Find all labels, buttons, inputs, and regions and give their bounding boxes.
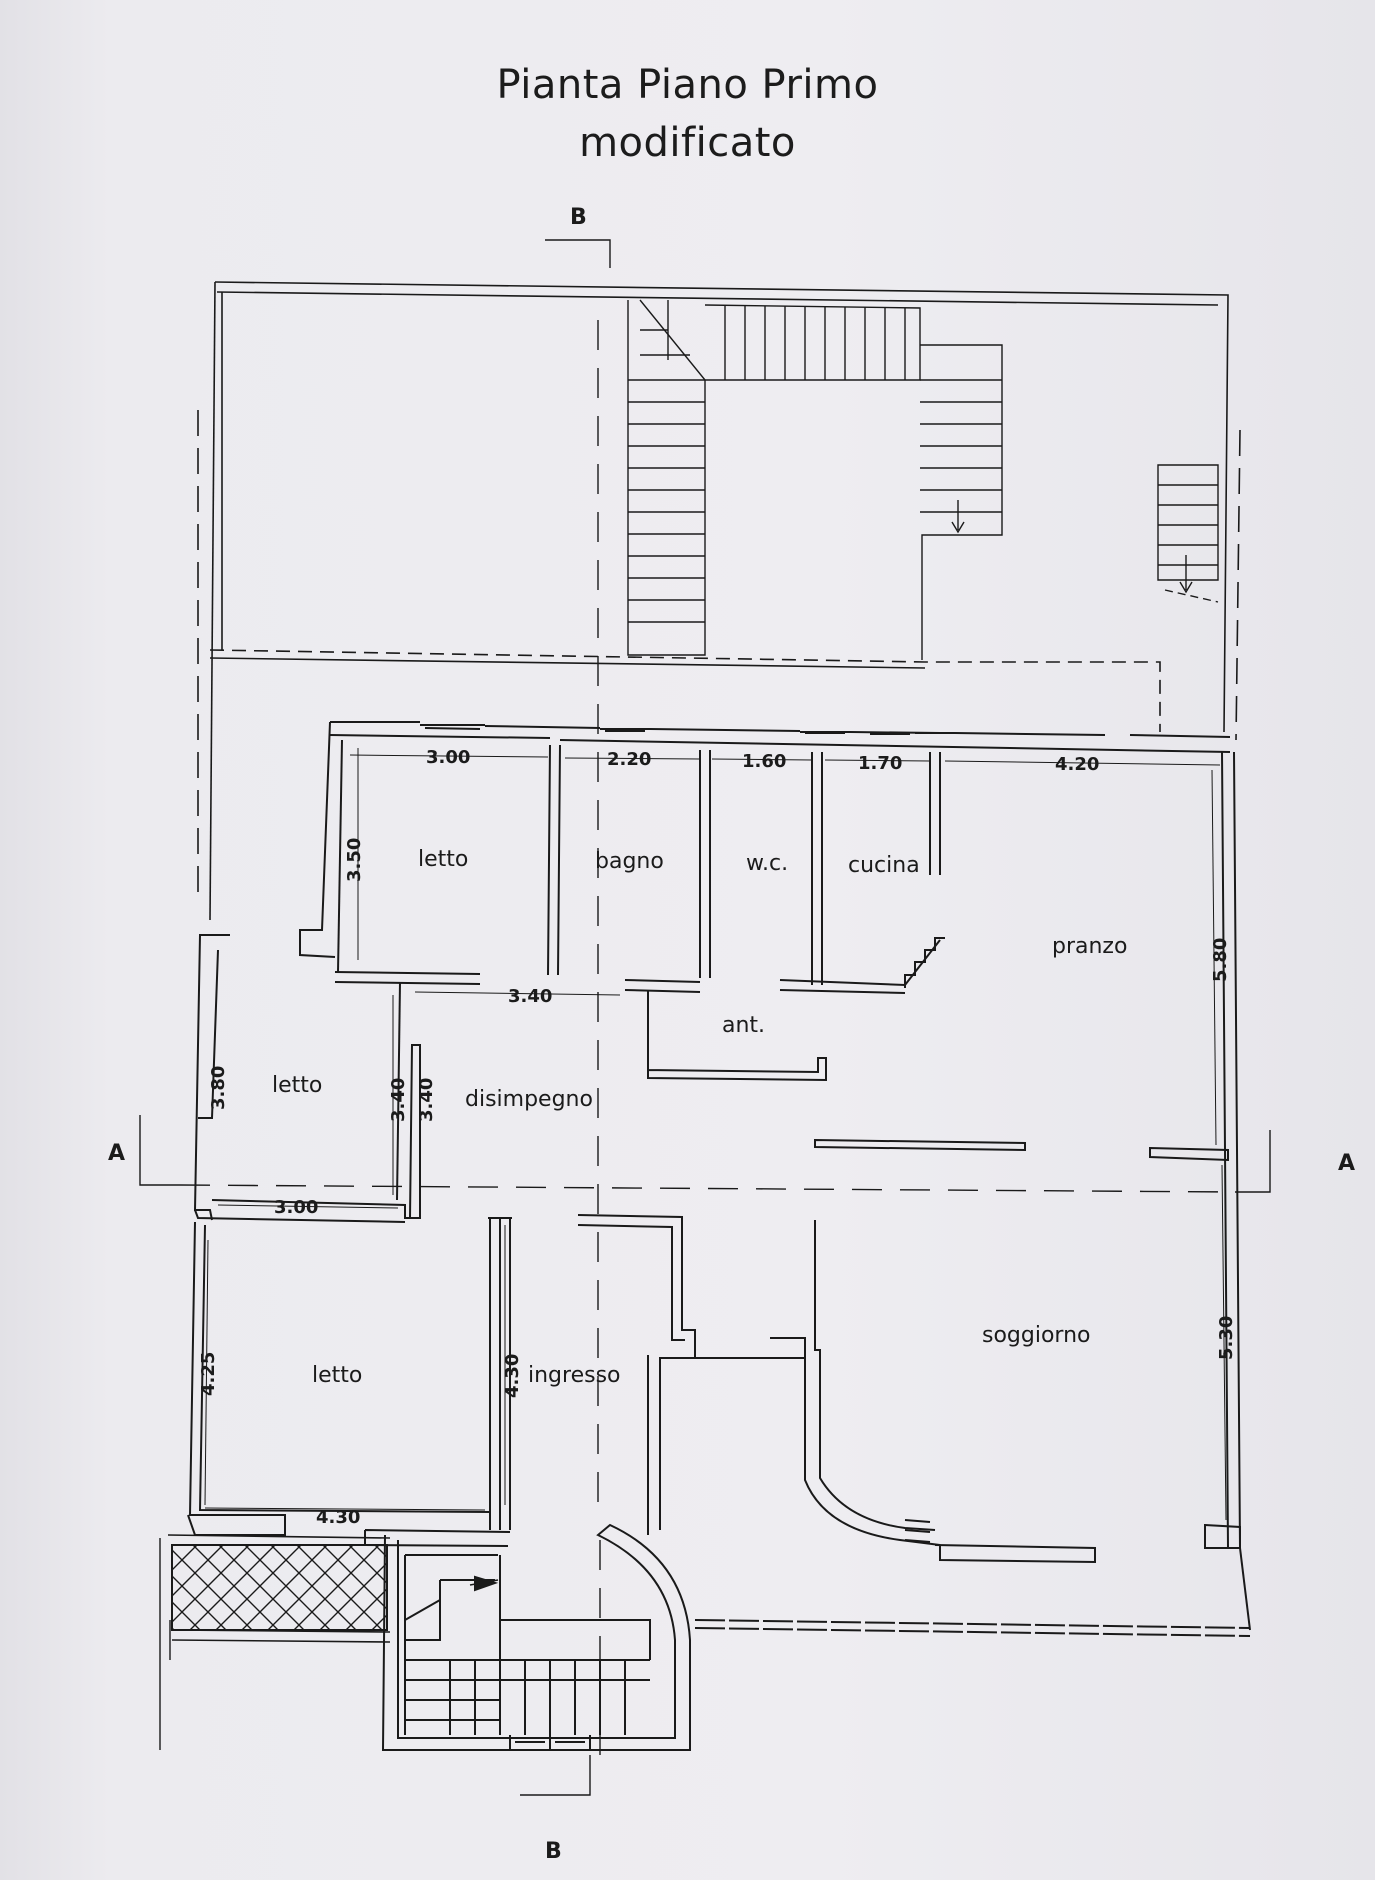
dimension-letto3-width: 4.30 (316, 1507, 360, 1528)
section-mark-b-bottom: B (545, 1839, 562, 1864)
section-mark-a-left: A (108, 1141, 125, 1166)
dimension-letto2-side-b: 3.40 (416, 1078, 437, 1122)
dimension-corridor: 3.40 (508, 986, 552, 1007)
dimension-top-letto: 3.00 (426, 747, 470, 768)
dimension-letto2-height: 3.80 (208, 1066, 229, 1110)
stair-upper-top (704, 304, 921, 381)
title-line-1: Pianta Piano Primo (496, 62, 879, 108)
room-label-ant: ant. (722, 1013, 765, 1038)
balcony (159, 1534, 391, 1750)
dimension-letto2-width: 3.00 (274, 1197, 318, 1218)
dimension-letto3-height: 4.25 (198, 1352, 219, 1396)
dimension-lines (204, 748, 1227, 1521)
apartment-walls (187, 721, 1251, 1637)
room-label-ingresso: ingresso (528, 1363, 621, 1388)
room-label-letto-2: letto (272, 1073, 322, 1098)
title-line-2: modificato (579, 120, 796, 166)
dimension-top-bagno: 2.20 (607, 749, 651, 770)
room-label-soggiorno: soggiorno (982, 1323, 1091, 1348)
dimension-pranzo-height: 5.80 (1210, 938, 1231, 982)
section-mark-b-top: B (570, 205, 587, 230)
dimension-top-wc: 1.60 (742, 751, 786, 772)
dimension-top-cucina: 1.70 (858, 753, 902, 774)
dimension-letto2-side-a: 3.40 (388, 1078, 409, 1122)
dimension-ingresso-height: 4.30 (502, 1354, 523, 1398)
room-label-letto-1: letto (418, 847, 468, 872)
dimension-top-pranzo: 4.20 (1055, 754, 1099, 775)
stair-upper-far-right (1157, 464, 1219, 603)
stairwell-entrance (381, 1523, 691, 1751)
stair-upper-right (920, 344, 1003, 660)
dimension-letto1-height: 3.50 (344, 838, 365, 882)
room-label-bagno: bagno (595, 849, 664, 874)
stair-upper-left (627, 299, 706, 656)
section-lines (139, 239, 1271, 1796)
upper-outline (197, 281, 1241, 921)
room-label-disimpegno: disimpegno (465, 1087, 593, 1112)
room-label-pranzo: pranzo (1052, 934, 1127, 959)
room-label-letto-3: letto (312, 1363, 362, 1388)
room-label-cucina: cucina (848, 853, 920, 878)
room-label-wc: w.c. (746, 851, 788, 876)
section-mark-a-right: A (1338, 1151, 1355, 1176)
dimension-soggiorno-height: 5.30 (1216, 1316, 1237, 1360)
